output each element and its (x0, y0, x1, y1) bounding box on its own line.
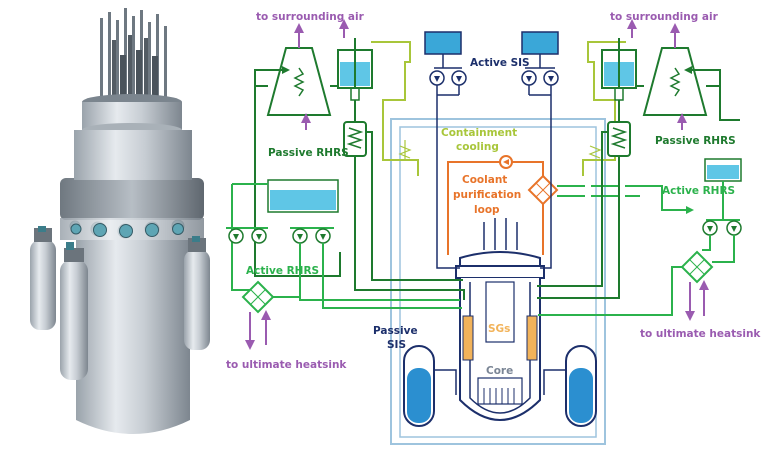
label-heatsink-right: to ultimate heatsink (640, 328, 761, 340)
label-active-sis: Active SIS (470, 57, 530, 69)
label-purification: purification (453, 189, 521, 201)
reactor-module-render (30, 8, 210, 434)
label-air-left: to surrounding air (256, 11, 365, 23)
label-active-rhrs-right: Active RHRS (662, 185, 735, 197)
rhrs-heat-exchanger-right-icon (607, 121, 631, 157)
heat-exchanger-icon (680, 250, 714, 284)
core (477, 377, 523, 405)
label-heatsink-left: to ultimate heatsink (226, 359, 347, 371)
containment-boundary (390, 118, 606, 445)
reactor-vessel (455, 218, 545, 421)
active-sis-left (424, 31, 467, 269)
containment-cooling-right (582, 41, 626, 176)
label-passive-sis: Passive (373, 325, 418, 337)
label-containment-cooling: Containment (441, 127, 517, 139)
control-rod-drives (100, 8, 167, 100)
label-core: Core (486, 365, 513, 377)
sis-tank-left-icon (424, 31, 462, 55)
passive-sis-tank-right (543, 345, 597, 427)
containment-cooling-left (371, 41, 419, 176)
label-air-right: to surrounding air (610, 11, 719, 23)
diagram-labels: to surrounding air to surrounding air Ac… (226, 11, 761, 377)
coolant-purification-loop (447, 155, 544, 255)
label-active-rhrs-left: Active RHRS (246, 265, 319, 277)
steam-generator-left (462, 315, 474, 361)
passive-rhrs-right (537, 38, 740, 299)
steam-generator-right (526, 315, 538, 361)
label-loop: loop (474, 204, 500, 216)
side-tanks (30, 226, 210, 380)
label-coolant: Coolant (462, 174, 507, 186)
active-sis-right (521, 31, 559, 269)
active-rhrs-left (226, 179, 462, 350)
air-arrows (294, 19, 687, 130)
sis-tank-right-icon (521, 31, 559, 55)
heat-exchanger-icon (241, 280, 275, 314)
label-passive-rhrs-right: Passive RHRS (655, 135, 736, 147)
purification-heat-exchanger-icon (527, 174, 559, 206)
active-rhrs-right (538, 158, 742, 321)
label-passive-sis-2: SIS (387, 339, 406, 351)
passive-sis-tank-left (403, 345, 457, 427)
label-sgs: SGs (488, 323, 510, 335)
label-passive-rhrs-left: Passive RHRS (268, 147, 349, 159)
passive-rhrs-left (254, 38, 465, 300)
label-containment-cooling-2: cooling (456, 141, 499, 153)
